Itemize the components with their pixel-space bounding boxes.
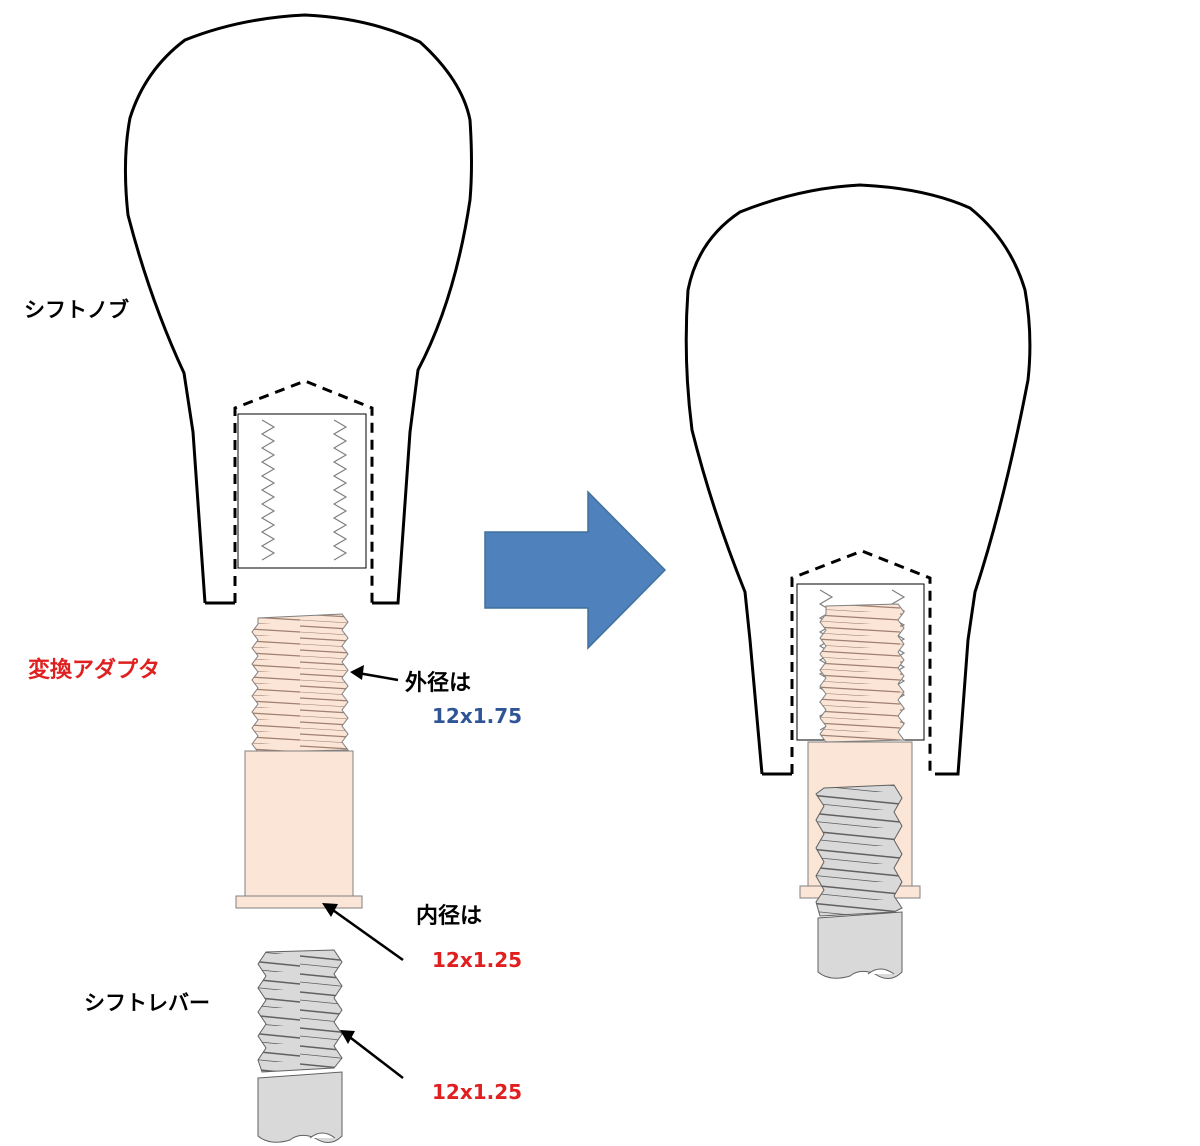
- label-outer-spec: 12x1.75: [432, 704, 522, 728]
- adapter-thread-right: [819, 603, 905, 743]
- adapter-left: [235, 613, 363, 909]
- label-shift-lever: シフトレバー: [84, 991, 210, 1015]
- knob-internal-thread-left-b: [332, 419, 348, 561]
- knob-internal-thread-left-a: [260, 419, 276, 561]
- label-lever-spec: 12x1.25: [432, 1080, 522, 1104]
- pointer-arrow-lever: [340, 1030, 404, 1079]
- label-inner-diameter: 内径は: [416, 903, 482, 929]
- knob-thread-box-left: [237, 413, 367, 569]
- adapter-thread-left: [251, 613, 349, 753]
- shift-lever-left: [257, 949, 343, 1143]
- pointer-arrow-outer: [350, 665, 399, 682]
- lever-thread-right: [815, 784, 903, 917]
- adapter-body-left: [244, 750, 354, 897]
- label-shift-knob: シフトノブ: [24, 298, 129, 322]
- label-adapter: 変換アダプタ: [28, 657, 160, 683]
- lever-shaft-left: [257, 1071, 343, 1143]
- knob-bore-dashed-right: [790, 549, 932, 774]
- transition-arrow-icon: [484, 490, 667, 650]
- pointer-arrow-inner: [322, 903, 404, 962]
- lever-shaft-right: [817, 911, 903, 979]
- label-inner-spec: 12x1.25: [432, 948, 522, 972]
- lever-thread-left: [257, 949, 343, 1073]
- knob-outline-left: [123, 13, 473, 605]
- adapter-flange-left: [235, 895, 363, 909]
- shift-lever-right: [815, 784, 903, 979]
- label-outer-diameter: 外径は: [405, 670, 471, 696]
- shift-knob-left: [123, 13, 473, 605]
- knob-outline-right: [684, 183, 1032, 776]
